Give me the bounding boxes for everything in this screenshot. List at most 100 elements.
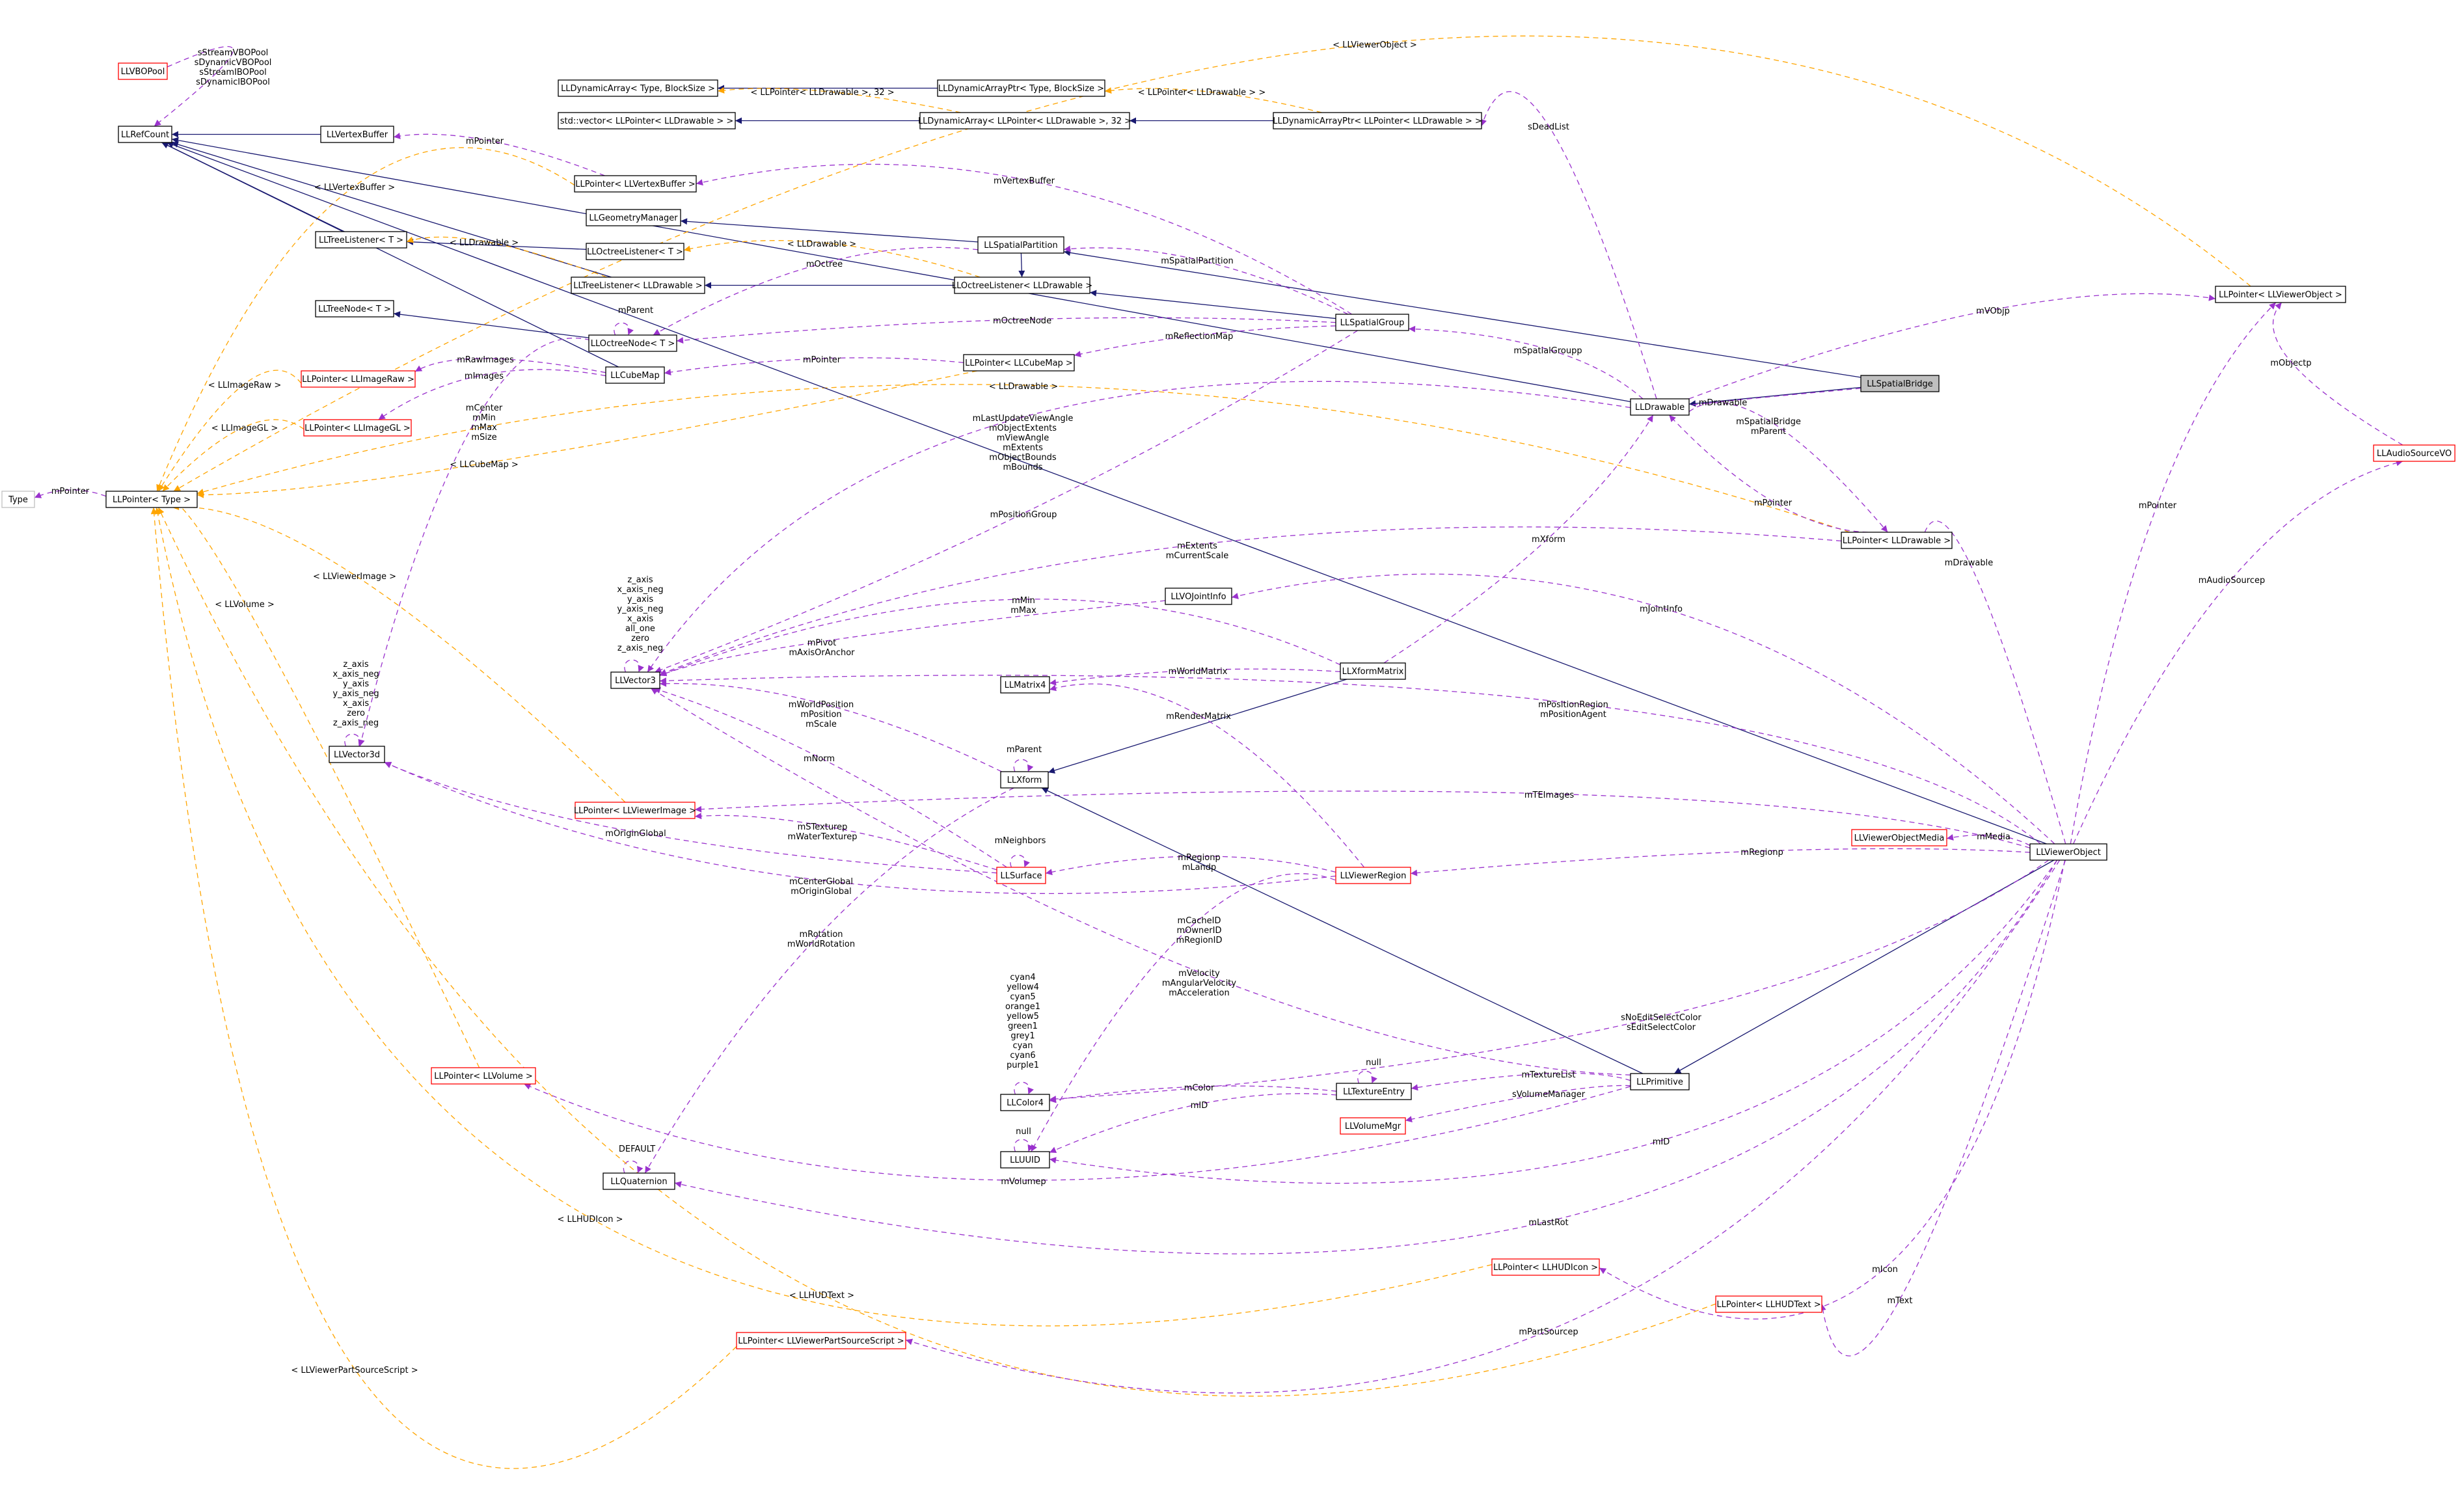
node-type[interactable]: Type — [1, 491, 35, 508]
edge-label-line: zero — [631, 634, 649, 643]
node-llgeometry-manager[interactable]: LLGeometryManager — [586, 209, 681, 226]
edge-label-line: x_axis — [627, 614, 653, 624]
node-box — [1851, 829, 1947, 846]
node-box — [320, 126, 394, 143]
node-lloctree-node-t[interactable]: LLOctreeNode< T > — [588, 334, 677, 352]
node-lldynamic-array-ptr-ptr-drawable[interactable]: LLDynamicArrayPtr< LLPointer< LLDrawable… — [1273, 112, 1482, 129]
node-label: LLXformMatrix — [1342, 667, 1404, 677]
node-llvector3[interactable]: LLVector3 — [610, 671, 660, 689]
node-lldynamic-array-type-block-size[interactable]: LLDynamicArray< Type, BlockSize > — [558, 79, 718, 97]
node-llvector3d[interactable]: LLVector3d — [329, 746, 385, 763]
node-lldynamic-array-ptr-type-block-size[interactable]: LLDynamicArrayPtr< Type, BlockSize > — [937, 79, 1105, 97]
edge-label-line: mSpatialGroupp — [1513, 346, 1582, 356]
node-label: LLPointer< LLViewerObject > — [2219, 290, 2342, 300]
edge-label-line: mLastRot — [1528, 1218, 1568, 1228]
edge-label-line: mAcceleration — [1169, 988, 1229, 998]
edge-lloctree-node-t-to-lloctree-node-t — [614, 322, 634, 336]
edge-label-line: mPartSourcep — [1519, 1327, 1578, 1337]
edge-llxform-to-llvector3 — [659, 680, 1002, 772]
edge-llspatial-group-to-lloctree-listener-drawable — [1089, 290, 1336, 319]
edge-llsurface-to-llsurface — [1010, 854, 1030, 868]
edge-lbl-mpointer-vb: mPointer — [466, 137, 504, 146]
node-llvolume-mgr[interactable]: LLVolumeMgr — [1340, 1117, 1406, 1135]
node-llcube-map[interactable]: LLCubeMap — [605, 366, 665, 384]
edge-llpointer-drawable-to-lldrawable — [1668, 414, 1868, 533]
node-llpointer-cube-map[interactable]: LLPointer< LLCubeMap > — [963, 354, 1075, 372]
edge-llvector3-to-llvector3 — [624, 659, 644, 673]
node-box — [937, 79, 1105, 97]
edge-label-line: mTextureList — [1522, 1070, 1576, 1080]
edge-label-line: mMin — [1012, 596, 1035, 606]
edge-label-line: yellow4 — [1007, 982, 1039, 992]
node-label: LLVBOPool — [121, 67, 165, 77]
edge-lbl-mpointer-type: mPointer — [51, 487, 90, 496]
node-llpointer-image-raw[interactable]: LLPointer< LLImageRaw > — [301, 370, 416, 388]
node-std-vector-ptr-drawable[interactable]: std::vector< LLPointer< LLDrawable > > — [558, 112, 736, 129]
edge-label-line: mSpatialPartition — [1161, 256, 1234, 266]
node-llpointer-hudicon[interactable]: LLPointer< LLHUDIcon > — [1491, 1258, 1600, 1276]
node-lloctree-listener-t[interactable]: LLOctreeListener< T > — [586, 243, 684, 260]
node-lldynamic-array-ptr-drawable32[interactable]: LLDynamicArray< LLPointer< LLDrawable >,… — [918, 112, 1131, 129]
node-box — [1000, 1151, 1050, 1169]
edge-label-line: mPointer — [2139, 501, 2177, 511]
edge-label-line: x_axis_neg — [617, 585, 663, 595]
node-box — [1841, 532, 1953, 549]
node-llviewer-region[interactable]: LLViewerRegion — [1335, 867, 1411, 884]
node-llpointer-hudtext[interactable]: LLPointer< LLHUDText > — [1715, 1295, 1822, 1313]
node-llsurface[interactable]: LLSurface — [996, 867, 1046, 884]
node-llpointer-vertex-buffer[interactable]: LLPointer< LLVertexBuffer > — [574, 175, 697, 193]
node-lluuid[interactable]: LLUUID — [1000, 1151, 1050, 1169]
node-llviewer-object-media[interactable]: LLViewerObjectMedia — [1851, 829, 1947, 846]
node-box — [315, 231, 407, 249]
edge-label-line: mWorldPosition — [789, 700, 854, 710]
node-llpointer-viewer-object[interactable]: LLPointer< LLViewerObject > — [2215, 286, 2346, 303]
node-label: LLPointer< Type > — [113, 495, 191, 505]
edge-label-line: mJointInfo — [1640, 604, 1683, 614]
node-lltree-listener-drawable[interactable]: LLTreeListener< LLDrawable > — [571, 277, 705, 294]
node-llpointer-image-gl[interactable]: LLPointer< LLImageGL > — [303, 419, 412, 437]
node-llpointer-drawable[interactable]: LLPointer< LLDrawable > — [1841, 532, 1953, 549]
node-lltree-node-t[interactable]: LLTreeNode< T > — [315, 300, 394, 318]
node-llspatial-bridge[interactable]: LLSpatialBridge — [1860, 375, 1940, 392]
node-llprimitive[interactable]: LLPrimitive — [1630, 1073, 1690, 1090]
edge-llpointer-cube-map-to-llpointer-type — [196, 370, 978, 498]
node-llxform-matrix[interactable]: LLXformMatrix — [1340, 662, 1406, 680]
node-llref-count[interactable]: LLRefCount — [118, 126, 172, 143]
edge-label-line: mAxisOrAnchor — [789, 648, 855, 658]
node-label: LLOctreeListener< T > — [587, 247, 683, 257]
node-llvertex-buffer[interactable]: LLVertexBuffer — [320, 126, 394, 143]
edge-label-line: cyan6 — [1010, 1051, 1035, 1061]
node-box — [1715, 1295, 1822, 1313]
node-llvojoint-info[interactable]: LLVOJointInfo — [1165, 588, 1232, 605]
node-llcolor4[interactable]: LLColor4 — [1000, 1094, 1050, 1111]
node-box — [1336, 1083, 1412, 1100]
edge-lbl-mvolumep: mVolumep — [1001, 1177, 1046, 1187]
node-llspatial-partition[interactable]: LLSpatialPartition — [977, 236, 1064, 254]
node-llvbopool[interactable]: LLVBOPool — [118, 62, 168, 80]
node-lldrawable[interactable]: LLDrawable — [1630, 398, 1690, 416]
node-lltexture-entry[interactable]: LLTextureEntry — [1336, 1083, 1412, 1100]
edge-lbl-mteimages: mTEImages — [1524, 791, 1575, 800]
node-lloctree-listener-drawable[interactable]: LLOctreeListener< LLDrawable > — [952, 277, 1092, 294]
edge-llcube-map-to-llpointer-image-gl — [378, 369, 606, 420]
node-llpointer-volume[interactable]: LLPointer< LLVolume > — [431, 1067, 536, 1085]
node-llaudio-source-vo[interactable]: LLAudioSourceVO — [2373, 444, 2456, 462]
node-llxform[interactable]: LLXform — [1000, 771, 1049, 789]
node-llmatrix4[interactable]: LLMatrix4 — [1000, 676, 1050, 694]
node-llpointer-viewer-part-source-script[interactable]: LLPointer< LLViewerPartSourceScript > — [736, 1332, 906, 1349]
node-llquaternion[interactable]: LLQuaternion — [602, 1172, 675, 1190]
edge-llviewer-object-to-llcolor4 — [1049, 859, 2050, 1102]
node-llpointer-viewer-image[interactable]: LLPointer< LLViewerImage > — [574, 802, 696, 819]
node-llspatial-group[interactable]: LLSpatialGroup — [1335, 314, 1409, 331]
node-box — [1273, 112, 1482, 129]
node-llviewer-object[interactable]: LLViewerObject — [2029, 843, 2107, 861]
edge-label-line: mSize — [471, 433, 496, 442]
edge-llxform-matrix-to-llxform — [1048, 679, 1347, 774]
node-llpointer-type[interactable]: LLPointer< Type > — [105, 491, 198, 508]
edge-label-line: mExtents — [1003, 443, 1043, 453]
node-lltree-listener-t[interactable]: LLTreeListener< T > — [315, 231, 407, 249]
edge-lltexture-entry-to-llcolor4 — [1049, 1085, 1337, 1103]
